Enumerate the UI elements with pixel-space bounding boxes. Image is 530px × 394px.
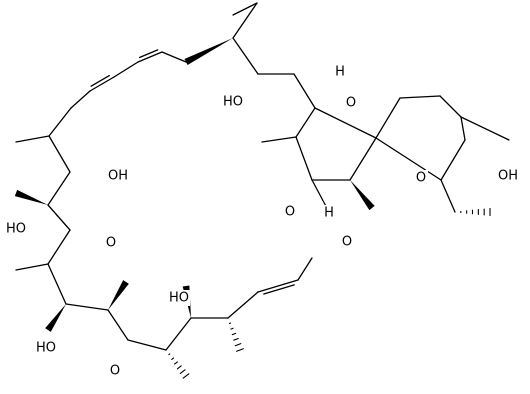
atom-hydroxyl-ho-lower-left: HO (35, 340, 57, 356)
atom-label: HO (6, 222, 26, 237)
wedge-bond (14, 189, 49, 205)
atom-label: HO (223, 95, 243, 110)
atom-label: O (110, 364, 120, 379)
atom-ring-oxygen-upper: O (344, 95, 358, 111)
atom-stereo-h-upper: H (334, 64, 346, 80)
single-bond (293, 73, 316, 109)
atom-label: HO (169, 291, 189, 306)
single-bond (314, 107, 377, 139)
atom-hydroxyl-oh-side-chain: OH (497, 168, 519, 184)
single-bond (65, 303, 109, 311)
wedge-bond (184, 38, 233, 66)
atom-label: O (285, 205, 295, 220)
double-bond-line (138, 49, 159, 59)
wedge-bond (350, 180, 375, 211)
atom-label-layer: HO H O O OH OH HO O H O O HO HO O (5, 64, 519, 379)
bond-layer (14, 2, 510, 379)
single-bond (137, 51, 163, 63)
atom-label: O (106, 236, 116, 251)
single-bond (127, 339, 167, 351)
single-bond (295, 136, 313, 181)
single-bond (89, 76, 115, 92)
single-bond (70, 90, 91, 109)
atom-hydroxyl-ho-left: HO (5, 221, 27, 237)
single-bond (48, 135, 71, 173)
single-bond (440, 179, 456, 213)
atom-hydroxyl-ho-lower-middle: HO (168, 290, 190, 306)
single-bond (257, 279, 299, 293)
single-bond (439, 95, 462, 118)
single-bond (349, 137, 377, 181)
hashed-bond (228, 322, 244, 352)
single-bond (47, 229, 71, 265)
atom-label: OH (498, 169, 518, 184)
single-bond (375, 97, 401, 139)
single-bond (113, 61, 139, 78)
hashed-bond (460, 207, 491, 217)
atom-hydroxyl-ho-upper: HO (222, 94, 244, 110)
single-bond (232, 37, 259, 75)
single-bond (297, 257, 313, 281)
single-bond (15, 263, 49, 271)
atom-label: H (324, 206, 334, 221)
hashed-bond (168, 353, 190, 379)
single-bond (375, 137, 442, 181)
wedge-bond (108, 280, 129, 310)
single-bond (161, 51, 187, 63)
atom-label: HO (36, 341, 56, 356)
single-bond (232, 2, 258, 16)
single-bond (232, 2, 258, 39)
wedge-bond (45, 304, 66, 332)
atom-ester-oxygen: O (283, 204, 297, 220)
atom-label: O (342, 235, 352, 250)
single-bond (47, 263, 67, 305)
atom-ring-oxygen-lower: O (414, 170, 428, 186)
atom-hydroxyl-oh-ring: OH (107, 168, 129, 184)
single-bond (440, 139, 466, 181)
double-bond-line (90, 74, 110, 87)
single-bond (107, 309, 129, 341)
single-bond (227, 291, 259, 319)
single-bond (295, 107, 316, 138)
atom-label: OH (108, 169, 128, 184)
single-bond (47, 204, 71, 231)
single-bond (47, 171, 71, 206)
atom-label: O (416, 171, 426, 186)
atom-carbonyl-oxygen-upper: O (104, 235, 118, 251)
double-bond-line (263, 284, 295, 295)
single-bond (460, 116, 510, 141)
single-bond (165, 317, 192, 351)
atom-label: O (346, 96, 356, 111)
single-bond (261, 136, 297, 143)
atom-carbonyl-oxygen-lower: O (108, 363, 122, 379)
single-bond (460, 116, 466, 141)
atom-label: H (335, 65, 345, 80)
single-bond (399, 95, 441, 99)
atom-stereo-h-lower: H (323, 205, 335, 221)
single-bond (48, 107, 72, 137)
atom-ester-carbonyl-oxygen: O (340, 234, 354, 250)
single-bond (15, 135, 50, 143)
